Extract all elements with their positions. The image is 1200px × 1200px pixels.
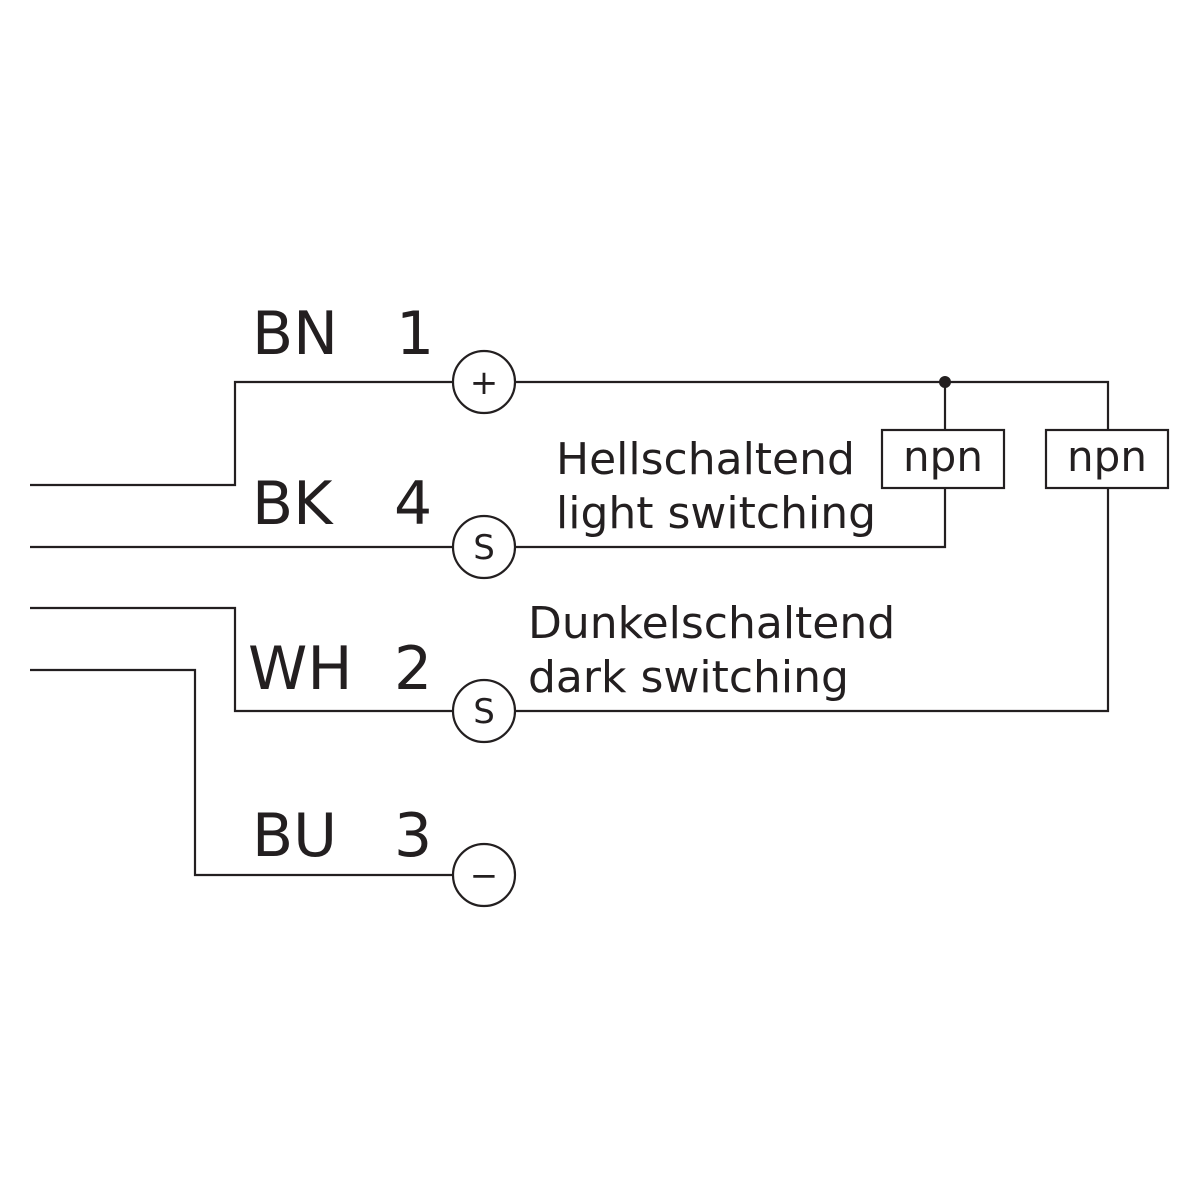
output-light-en: light switching — [556, 488, 876, 539]
terminal-symbol-s-dark: S — [473, 692, 495, 732]
terminal-minus: − — [451, 842, 517, 908]
npn-label-light: npn — [903, 432, 983, 481]
wire-code-bk: BK — [252, 469, 334, 539]
npn-label-dark: npn — [1067, 432, 1147, 481]
wire-code-bn: BN — [252, 299, 338, 369]
terminal-s-light: S — [451, 514, 517, 580]
pin-number-1: 1 — [396, 299, 434, 369]
pin-number-4: 4 — [394, 469, 432, 539]
terminal-symbol-minus: − — [470, 856, 499, 896]
wire-bk — [30, 488, 947, 549]
pin-number-3: 3 — [394, 801, 432, 871]
junction-dot — [939, 376, 951, 388]
npn-box-light: npn — [880, 428, 1006, 490]
terminal-symbol-plus: + — [470, 363, 499, 403]
wire-wh — [30, 488, 1110, 713]
wire-code-wh: WH — [248, 634, 352, 704]
terminal-plus: + — [451, 349, 517, 415]
output-light-de: Hellschaltend — [556, 434, 855, 485]
terminal-s-dark: S — [451, 678, 517, 744]
wire-code-bu: BU — [252, 801, 337, 871]
pin-number-2: 2 — [394, 634, 432, 704]
output-dark-en: dark switching — [528, 652, 849, 703]
npn-box-dark: npn — [1044, 428, 1170, 490]
terminal-symbol-s-light: S — [473, 528, 495, 568]
output-dark-de: Dunkelschaltend — [528, 598, 895, 649]
wire-bn — [30, 380, 1110, 487]
wire-bu — [30, 668, 453, 877]
